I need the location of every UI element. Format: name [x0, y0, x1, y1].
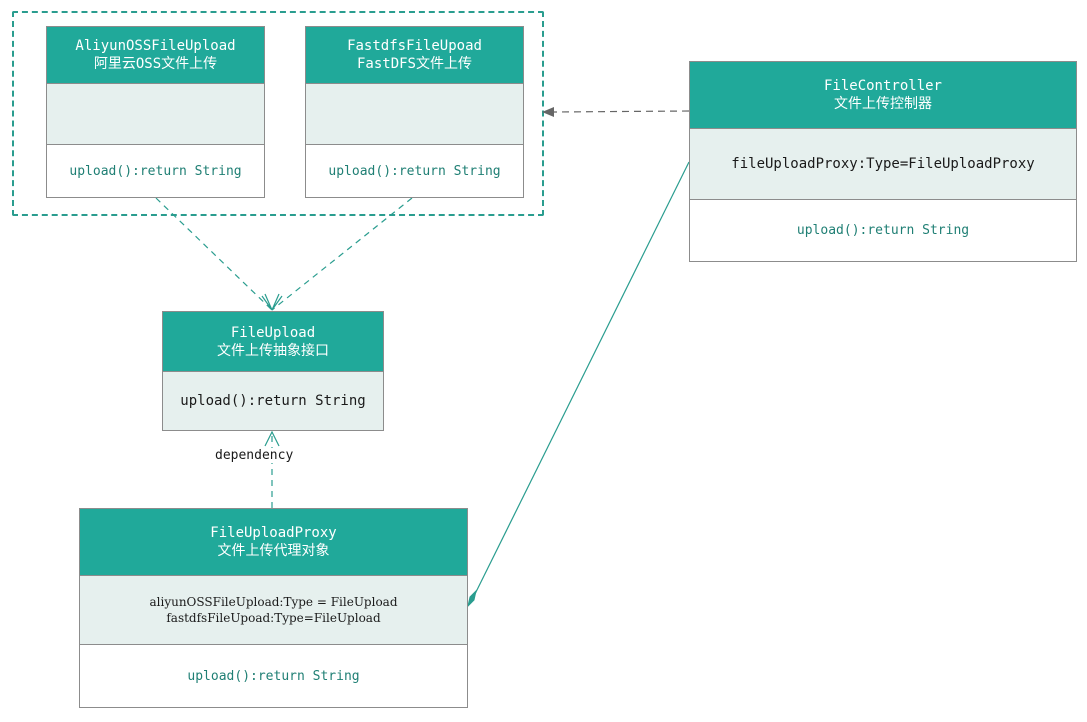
class-aliyun-oss-file-upload[interactable]: AliyunOSSFileUpload 阿里云OSS文件上传 upload():… — [46, 26, 265, 198]
class-attributes — [306, 84, 523, 145]
class-operation: upload():return String — [690, 200, 1076, 261]
class-header: FileController 文件上传控制器 — [690, 62, 1076, 129]
dependency-label: dependency — [213, 448, 296, 463]
class-header: AliyunOSSFileUpload 阿里云OSS文件上传 — [47, 27, 264, 84]
class-header: FastdfsFileUpoad FastDFS文件上传 — [306, 27, 523, 84]
class-fastdfs-file-upoad[interactable]: FastdfsFileUpoad FastDFS文件上传 upload():re… — [305, 26, 524, 198]
class-attribute: fastdfsFileUpoad:Type=FileUpload — [166, 611, 381, 625]
class-name: FileUpload — [230, 324, 316, 341]
class-file-upload[interactable]: FileUpload 文件上传抽象接口 upload():return Stri… — [162, 311, 384, 431]
class-subtitle: 阿里云OSS文件上传 — [93, 56, 218, 72]
class-attributes: aliyunOSSFileUpload:Type = FileUpload fa… — [80, 576, 467, 645]
edge-controller-to-group — [551, 110, 690, 113]
class-file-upload-proxy[interactable]: FileUploadProxy 文件上传代理对象 aliyunOSSFileUp… — [79, 508, 468, 708]
class-name: FastdfsFileUpoad — [347, 38, 482, 54]
implementation-group — [12, 11, 544, 216]
class-subtitle: 文件上传代理对象 — [217, 543, 330, 559]
class-header: FileUploadProxy 文件上传代理对象 — [80, 509, 467, 576]
class-operation: upload():return String — [80, 645, 467, 707]
class-attributes — [47, 84, 264, 145]
class-attributes: fileUploadProxy:Type=FileUploadProxy — [690, 129, 1076, 200]
arrowhead-open-fileupload-top — [261, 293, 283, 311]
class-subtitle: 文件上传控制器 — [834, 96, 932, 112]
class-name: FileUploadProxy — [210, 525, 337, 541]
class-subtitle: FastDFS文件上传 — [356, 56, 472, 72]
edge-aliyun-to-fileupload — [155, 197, 273, 311]
class-operation: upload():return String — [306, 145, 523, 197]
class-attribute: aliyunOSSFileUpload:Type = FileUpload — [149, 595, 398, 609]
class-attribute: fileUploadProxy:Type=FileUploadProxy — [731, 156, 1035, 172]
edge-fastdfs-to-fileupload — [271, 197, 413, 311]
arrowhead-open-fileupload-bottom — [264, 430, 280, 447]
class-name: AliyunOSSFileUpload — [75, 38, 236, 54]
class-header: FileUpload 文件上传抽象接口 — [163, 312, 383, 372]
diamond-proxy-end — [467, 589, 477, 608]
edge-controller-to-proxy — [473, 161, 690, 597]
class-name: FileController — [823, 78, 942, 94]
class-file-controller[interactable]: FileController 文件上传控制器 fileUploadProxy:T… — [689, 61, 1077, 262]
class-subtitle: 文件上传抽象接口 — [217, 342, 329, 359]
class-operation: upload():return String — [163, 372, 383, 430]
arrowhead-filled-group — [542, 107, 554, 117]
class-operation: upload():return String — [47, 145, 264, 197]
